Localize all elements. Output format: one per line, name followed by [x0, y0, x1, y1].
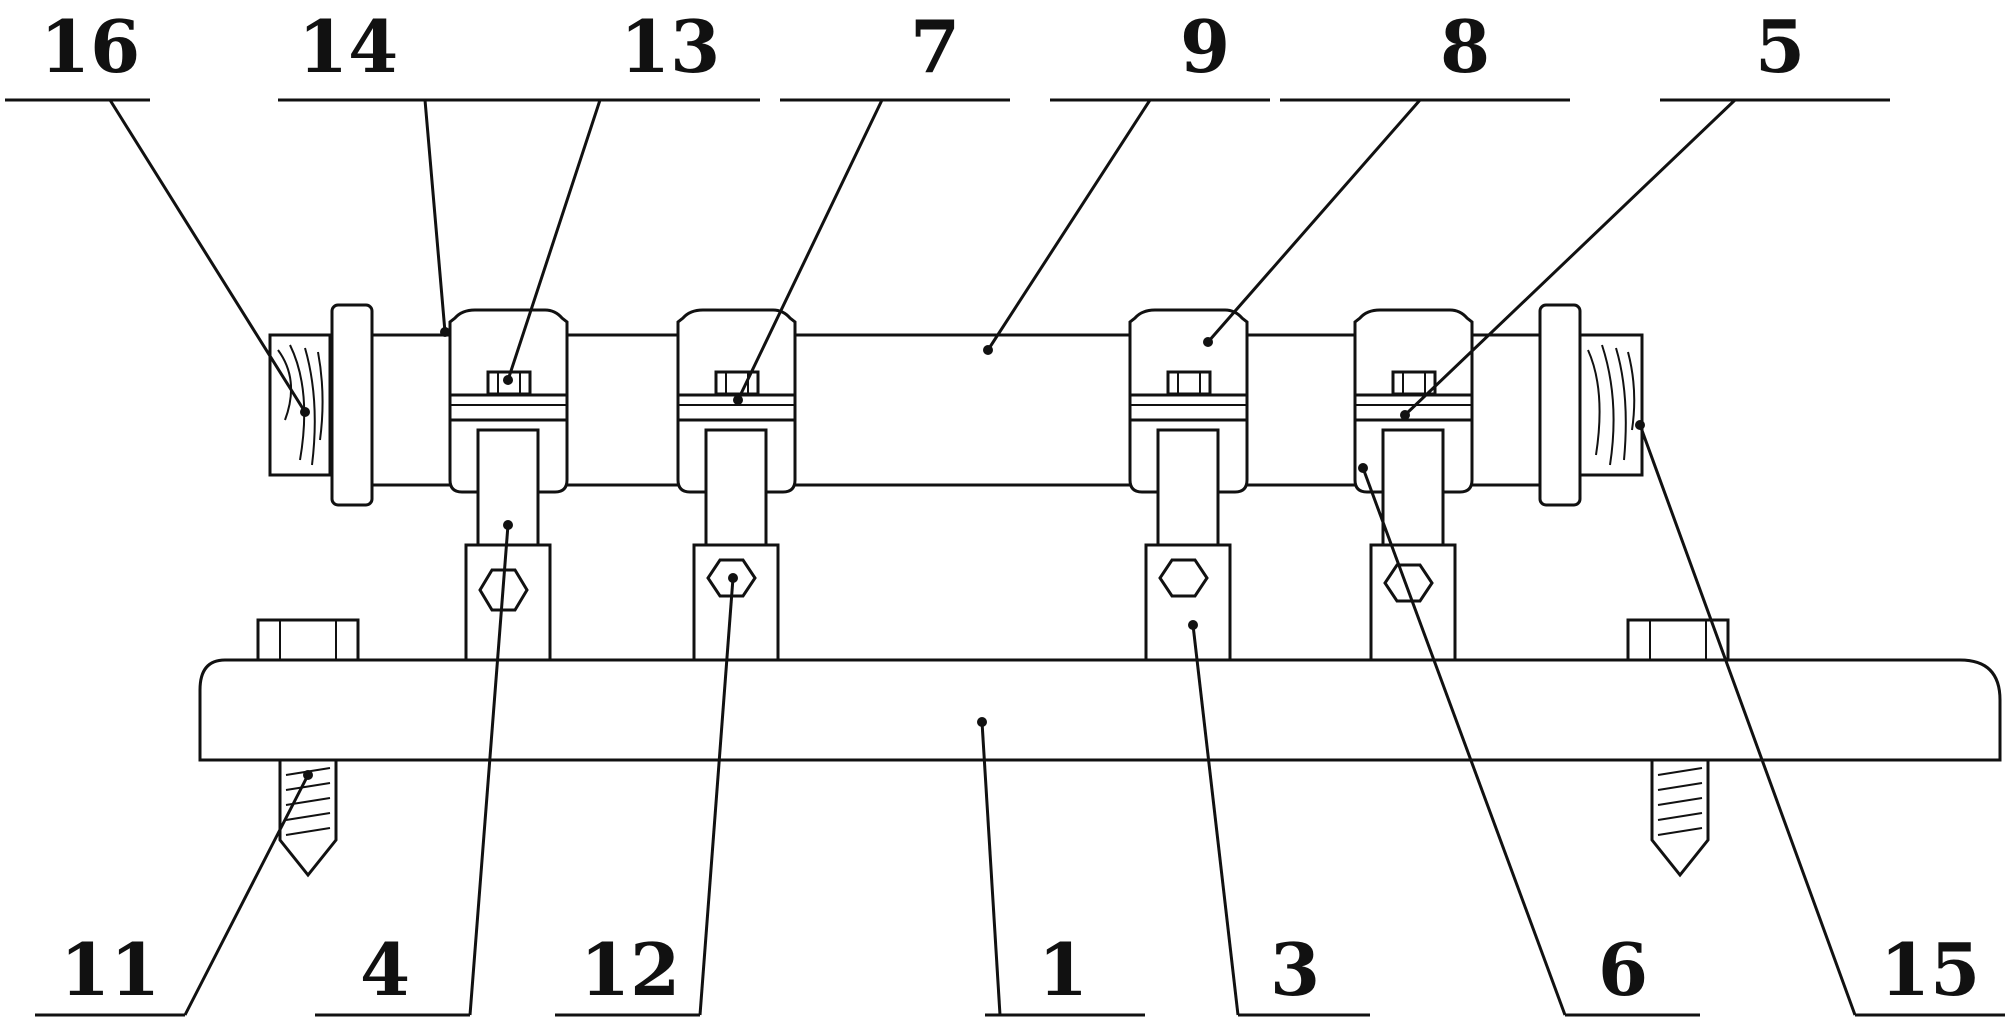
right-flange: [1538, 303, 1582, 507]
label-4: 4: [360, 927, 410, 1012]
clamp-assembly-3: [1128, 308, 1249, 662]
label-7: 7: [910, 4, 960, 89]
label-9: 9: [1180, 4, 1230, 89]
leader-14: [278, 98, 450, 337]
label-14: 14: [298, 4, 398, 89]
leader-12: [555, 573, 738, 1017]
leader-1: [977, 717, 1145, 1017]
leader-7: [733, 98, 1010, 405]
base-plate: [198, 658, 2002, 762]
leader-6: [1358, 463, 1700, 1017]
base-bolt-head-left: [256, 618, 360, 662]
label-12: 12: [580, 927, 680, 1012]
leader-15: [1635, 420, 2005, 1017]
leader-11: [35, 770, 313, 1017]
leader-9: [983, 98, 1270, 355]
label-13: 13: [620, 4, 720, 89]
label-6: 6: [1598, 927, 1648, 1012]
clamp-assembly-2: [676, 308, 797, 662]
label-5: 5: [1755, 4, 1805, 89]
base-bolt-head-right: [1626, 618, 1730, 662]
label-11: 11: [60, 927, 160, 1012]
leader-5: [1400, 98, 1890, 420]
left-flange: [330, 303, 374, 507]
right-textured-end: [1578, 333, 1644, 477]
label-15: 15: [1880, 927, 1980, 1012]
label-3: 3: [1270, 927, 1320, 1012]
label-16: 16: [40, 4, 140, 89]
ground-spike-right: [1650, 758, 1710, 878]
leader-3: [1188, 620, 1370, 1017]
leader-4: [315, 520, 513, 1017]
leader-13: [430, 98, 760, 385]
clamp-assembly-1: [448, 308, 569, 662]
label-1: 1: [1038, 927, 1088, 1012]
label-8: 8: [1440, 4, 1490, 89]
leader-16: [5, 98, 310, 417]
leader-8: [1203, 98, 1570, 347]
